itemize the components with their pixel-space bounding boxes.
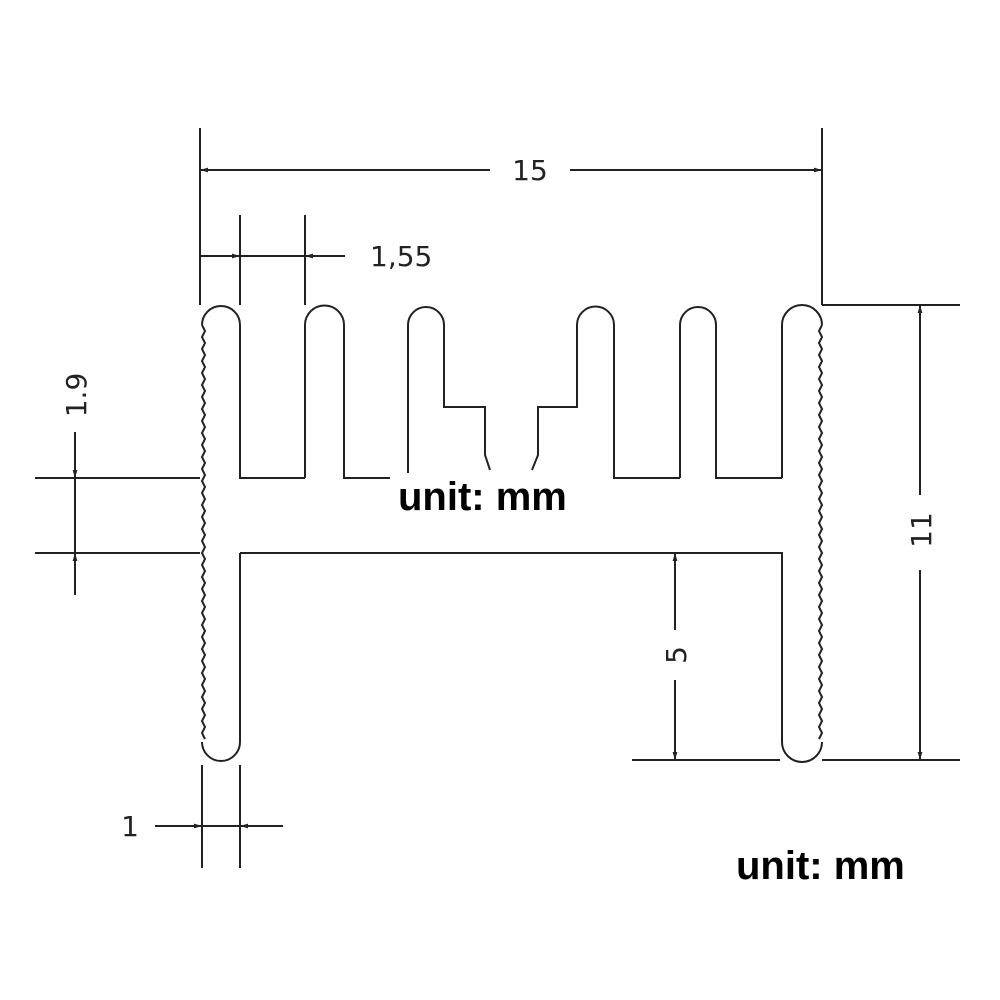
unit-label-corner: unit: mm — [732, 842, 909, 890]
dimension-fin-pitch: 1,55 — [200, 215, 432, 305]
dimension-leg-height: 5 — [632, 553, 780, 761]
base-thickness-label: 1.9 — [60, 373, 93, 418]
overall-width-label: 15 — [512, 154, 548, 187]
dimension-base-thickness: 1.9 — [35, 373, 200, 595]
fin-5 — [679, 306, 782, 479]
heatsink-profile — [200, 304, 824, 763]
fin-3-stepped — [407, 306, 491, 478]
serrated-left-edge — [200, 324, 207, 740]
unit-label-center: unit: mm — [394, 473, 571, 521]
right-fin-outline — [781, 304, 823, 478]
leg-thickness-label: 1 — [121, 810, 139, 843]
fin-4-stepped — [531, 305, 680, 479]
dimension-overall-width: 15 — [199, 128, 960, 306]
base-bottom — [240, 552, 823, 763]
left-fin-outline — [201, 305, 305, 479]
left-leg-outline — [201, 553, 241, 762]
dimension-leg-thickness: 1 — [121, 765, 283, 868]
dimension-overall-height: 11 — [822, 305, 960, 761]
leg-height-label: 5 — [660, 646, 693, 664]
overall-height-label: 11 — [905, 512, 938, 548]
serrated-right-edge — [817, 324, 824, 740]
fin-2 — [304, 304, 390, 479]
fin-pitch-label: 1,55 — [370, 240, 432, 273]
